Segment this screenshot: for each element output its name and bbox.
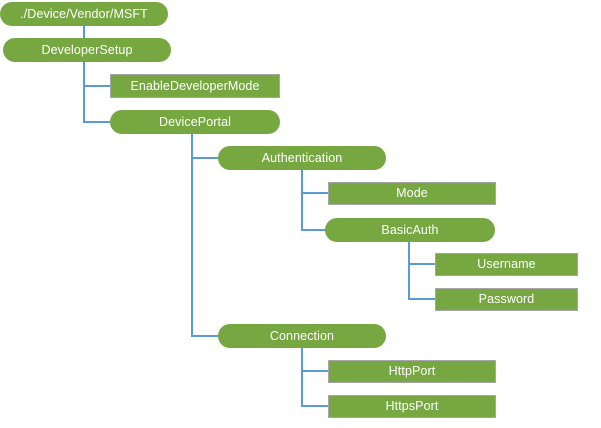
tree-node-label: DevicePortal <box>158 114 232 129</box>
connector-basicauth-to-username <box>408 242 435 265</box>
connector-basicauth-to-password <box>408 242 435 300</box>
tree-node-username[interactable]: Username <box>435 253 578 276</box>
tree-node-basicauth[interactable]: BasicAuth <box>325 218 495 242</box>
tree-node-httpsport[interactable]: HttpsPort <box>328 395 496 418</box>
connector-developersetup-to-enabledevelopermode <box>83 62 110 87</box>
tree-node-httpport[interactable]: HttpPort <box>328 360 496 383</box>
tree-node-developersetup[interactable]: DeveloperSetup <box>3 38 171 62</box>
tree-node-password[interactable]: Password <box>435 288 578 311</box>
tree-node-mode[interactable]: Mode <box>328 182 496 205</box>
tree-node-connection[interactable]: Connection <box>218 324 386 348</box>
tree-node-label: EnableDeveloperMode <box>130 78 260 93</box>
tree-node-label: Mode <box>396 186 428 201</box>
tree-node-enabledevelopermode[interactable]: EnableDeveloperMode <box>110 74 280 98</box>
tree-node-label: HttpPort <box>388 364 436 379</box>
connector-connection-to-httpsport <box>301 348 328 407</box>
tree-node-label: DeveloperSetup <box>41 42 133 57</box>
tree-node-label: Password <box>478 292 535 307</box>
tree-node-label: Connection <box>269 328 335 343</box>
connector-deviceportal-to-connection <box>191 134 218 337</box>
tree-node-label: HttpsPort <box>385 399 439 414</box>
tree-node-label: Authentication <box>261 150 343 165</box>
tree-node-authentication[interactable]: Authentication <box>218 146 386 170</box>
connector-deviceportal-to-authentication <box>191 134 218 159</box>
connector-authentication-to-mode <box>301 170 328 194</box>
connector-authentication-to-basicauth <box>301 170 328 231</box>
tree-node-label: ./Device/Vendor/MSFT <box>20 6 148 21</box>
tree-node-label: BasicAuth <box>381 222 439 237</box>
tree-node-root[interactable]: ./Device/Vendor/MSFT <box>0 2 168 26</box>
connector-connection-to-httpport <box>301 348 328 372</box>
tree-node-deviceportal[interactable]: DevicePortal <box>110 110 280 134</box>
connector-developersetup-to-deviceportal <box>83 62 110 123</box>
tree-node-label: Username <box>477 257 536 272</box>
